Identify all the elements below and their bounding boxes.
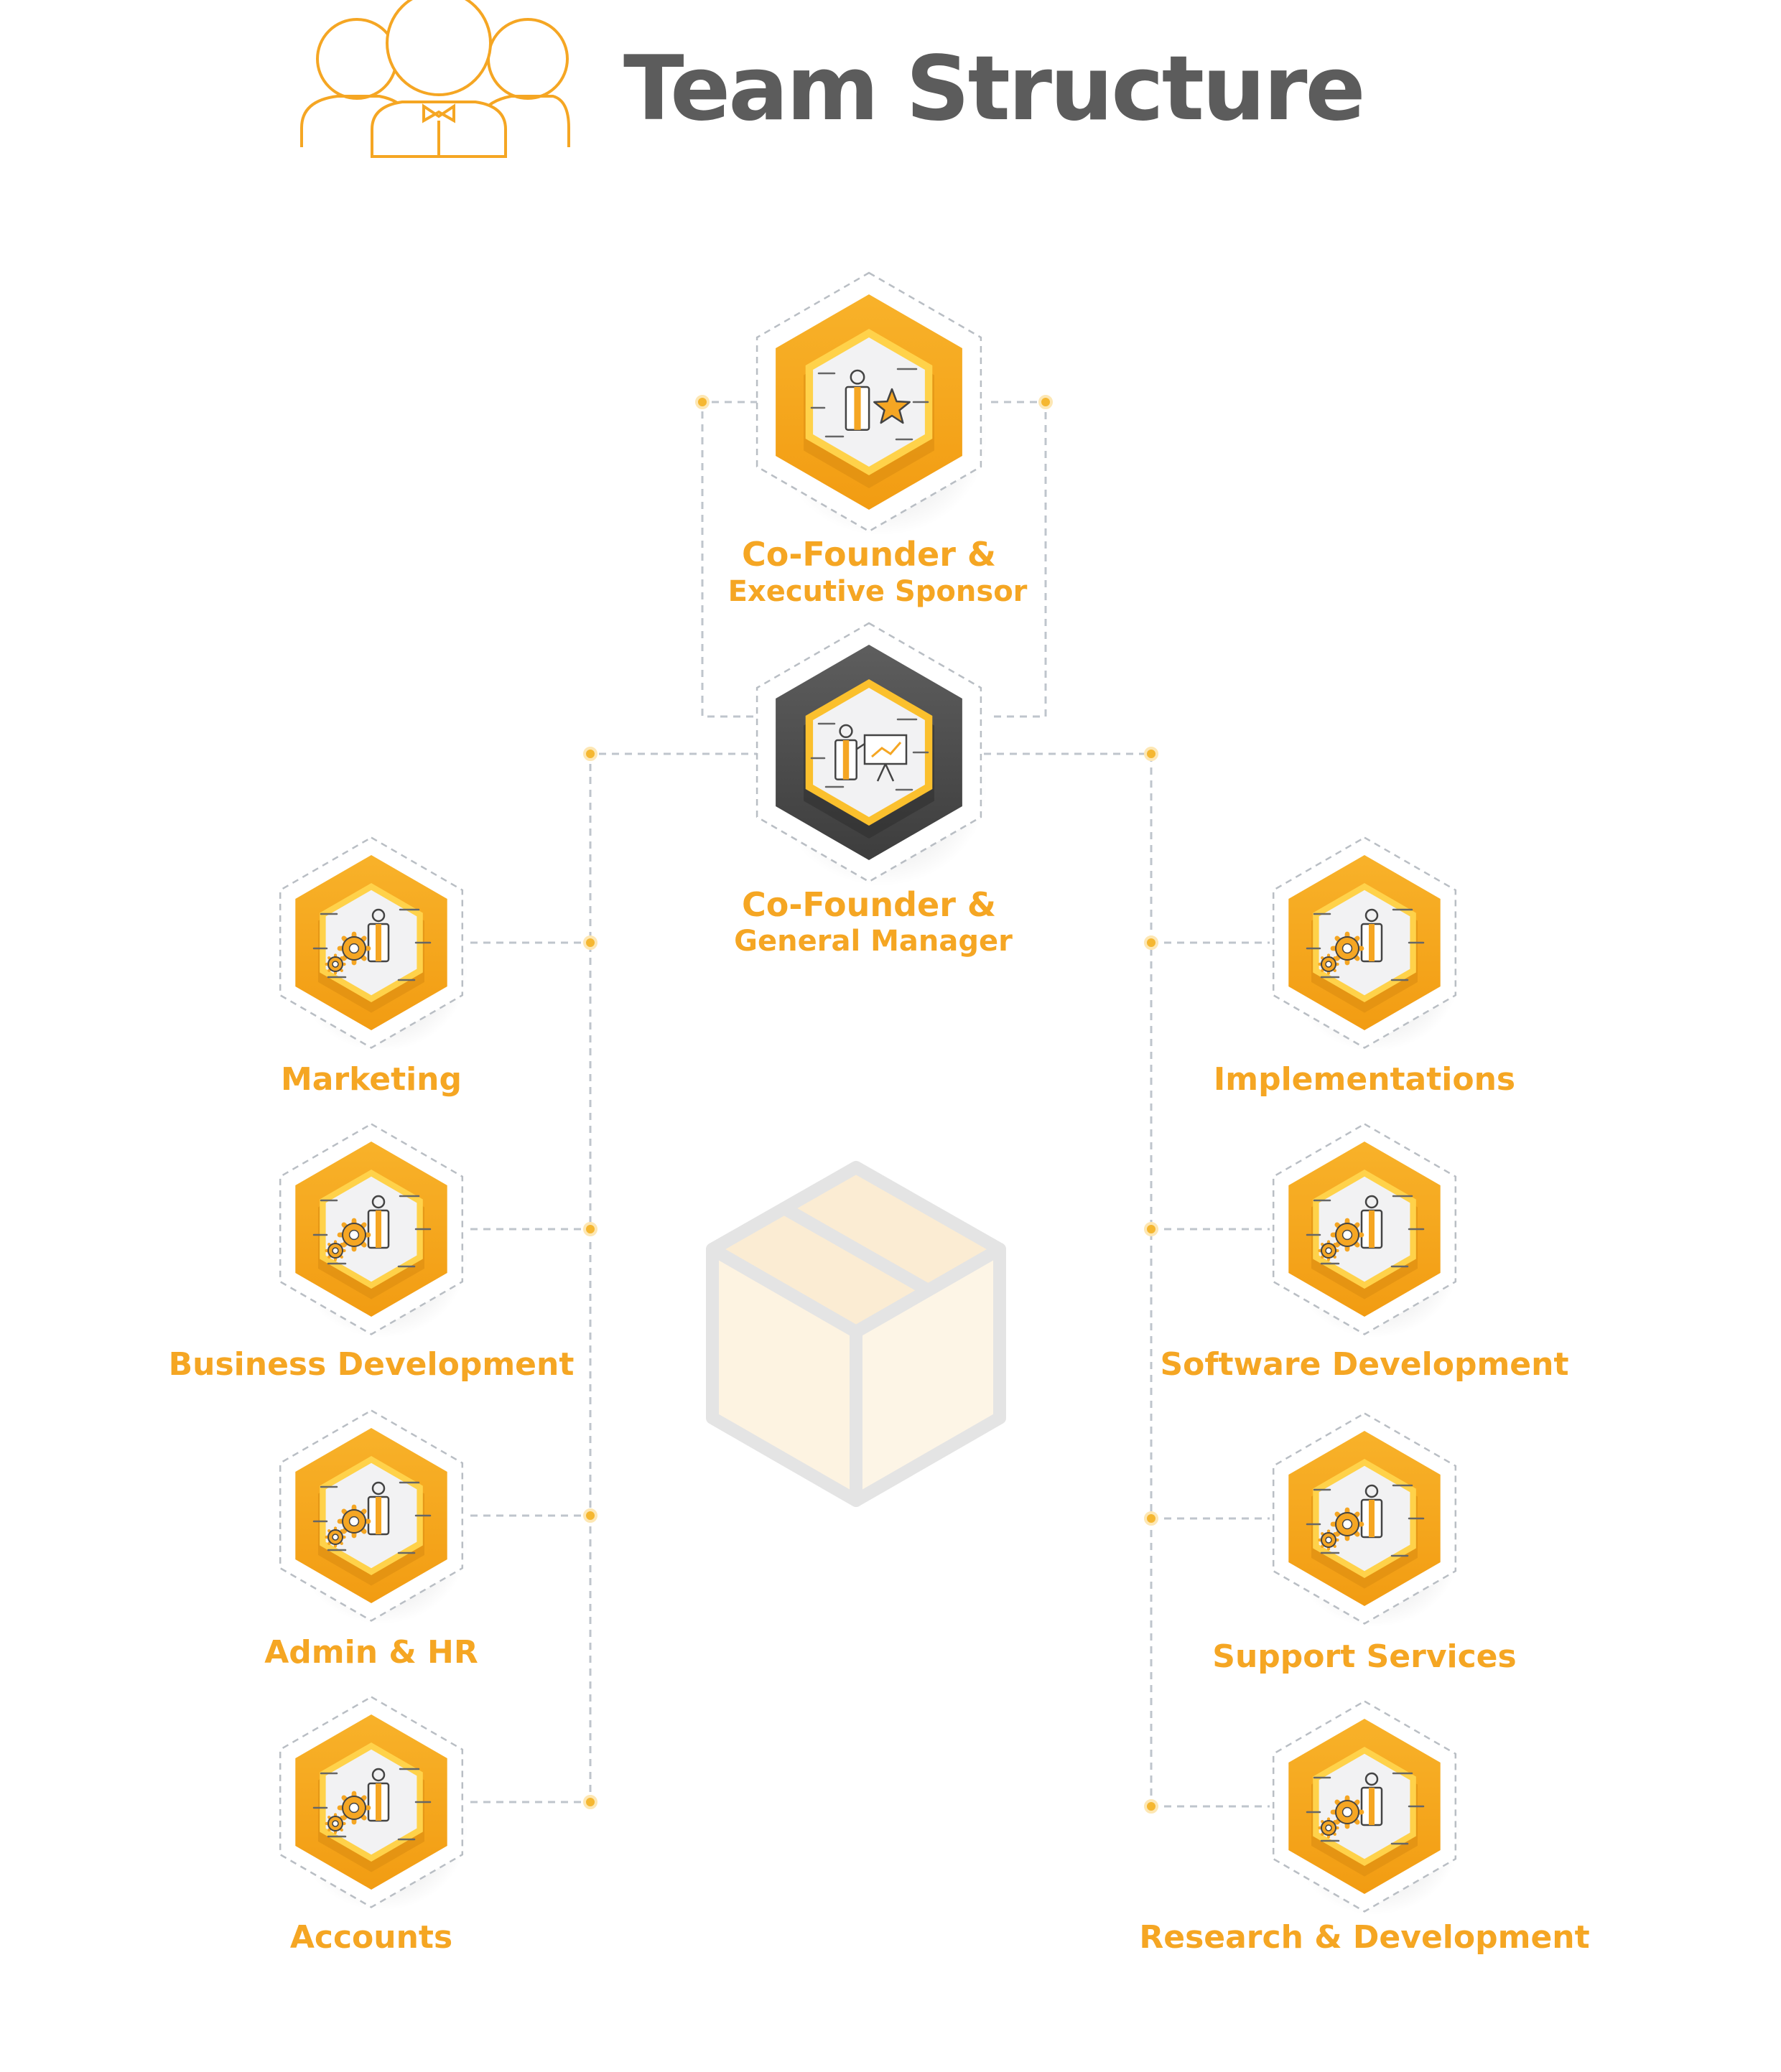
department-label: Admin & HR (264, 1634, 478, 1671)
connector-dot (583, 1795, 597, 1809)
team-people-icon (300, 0, 570, 158)
person-gears-icon (312, 1481, 432, 1554)
connector-dot (695, 395, 710, 409)
department-label: Support Services (1212, 1638, 1516, 1675)
connector-dot (1144, 1222, 1158, 1236)
connector-dot (583, 1222, 597, 1236)
person-gears-icon (1306, 1772, 1425, 1845)
org-nodes: Co-Founder &Executive SponsorCo-Founder … (169, 271, 1590, 1956)
person-gears-icon (1306, 1484, 1425, 1557)
connector-dot (1144, 1799, 1158, 1814)
label-executive-sponsor-line1: Co-Founder & (742, 535, 996, 574)
node-executive-sponsor (755, 271, 987, 536)
department-label: Software Development (1160, 1346, 1568, 1383)
person-star-icon (810, 368, 929, 441)
connector-lines (470, 395, 1270, 1814)
connector-dot (1144, 935, 1158, 950)
label-executive-sponsor-line2: Executive Sponsor (728, 575, 1028, 608)
department-label: Accounts (290, 1919, 452, 1956)
label-general-manager-line2: General Manager (734, 925, 1013, 958)
person-gears-icon (312, 1195, 432, 1268)
connector-dot (583, 747, 597, 761)
department-label: Business Development (169, 1346, 575, 1383)
connector-dot (1144, 1511, 1158, 1526)
person-presentation-icon (810, 718, 929, 791)
page-title: Team Structure (623, 37, 1366, 141)
connector-manager-right (984, 752, 1153, 1806)
node-general-manager (755, 622, 987, 886)
person-gears-icon (1306, 908, 1425, 981)
connector-dot (1038, 395, 1053, 409)
person-gears-icon (312, 908, 432, 981)
department-label: Implementations (1214, 1061, 1515, 1098)
node-department (1272, 1123, 1461, 1338)
person-gears-icon (1306, 1195, 1425, 1268)
connector-dot (583, 1508, 597, 1523)
label-general-manager-line1: Co-Founder & (742, 885, 996, 924)
connector-dot (1144, 747, 1158, 761)
node-department (1272, 1700, 1461, 1915)
department-label: Marketing (281, 1061, 462, 1098)
connector-executive-left (701, 401, 758, 718)
person-gears-icon (312, 1768, 432, 1841)
box-icon (706, 1161, 1006, 1507)
connector-executive-right (991, 401, 1047, 718)
connector-dot (583, 935, 597, 950)
department-label: Research & Development (1139, 1919, 1589, 1956)
